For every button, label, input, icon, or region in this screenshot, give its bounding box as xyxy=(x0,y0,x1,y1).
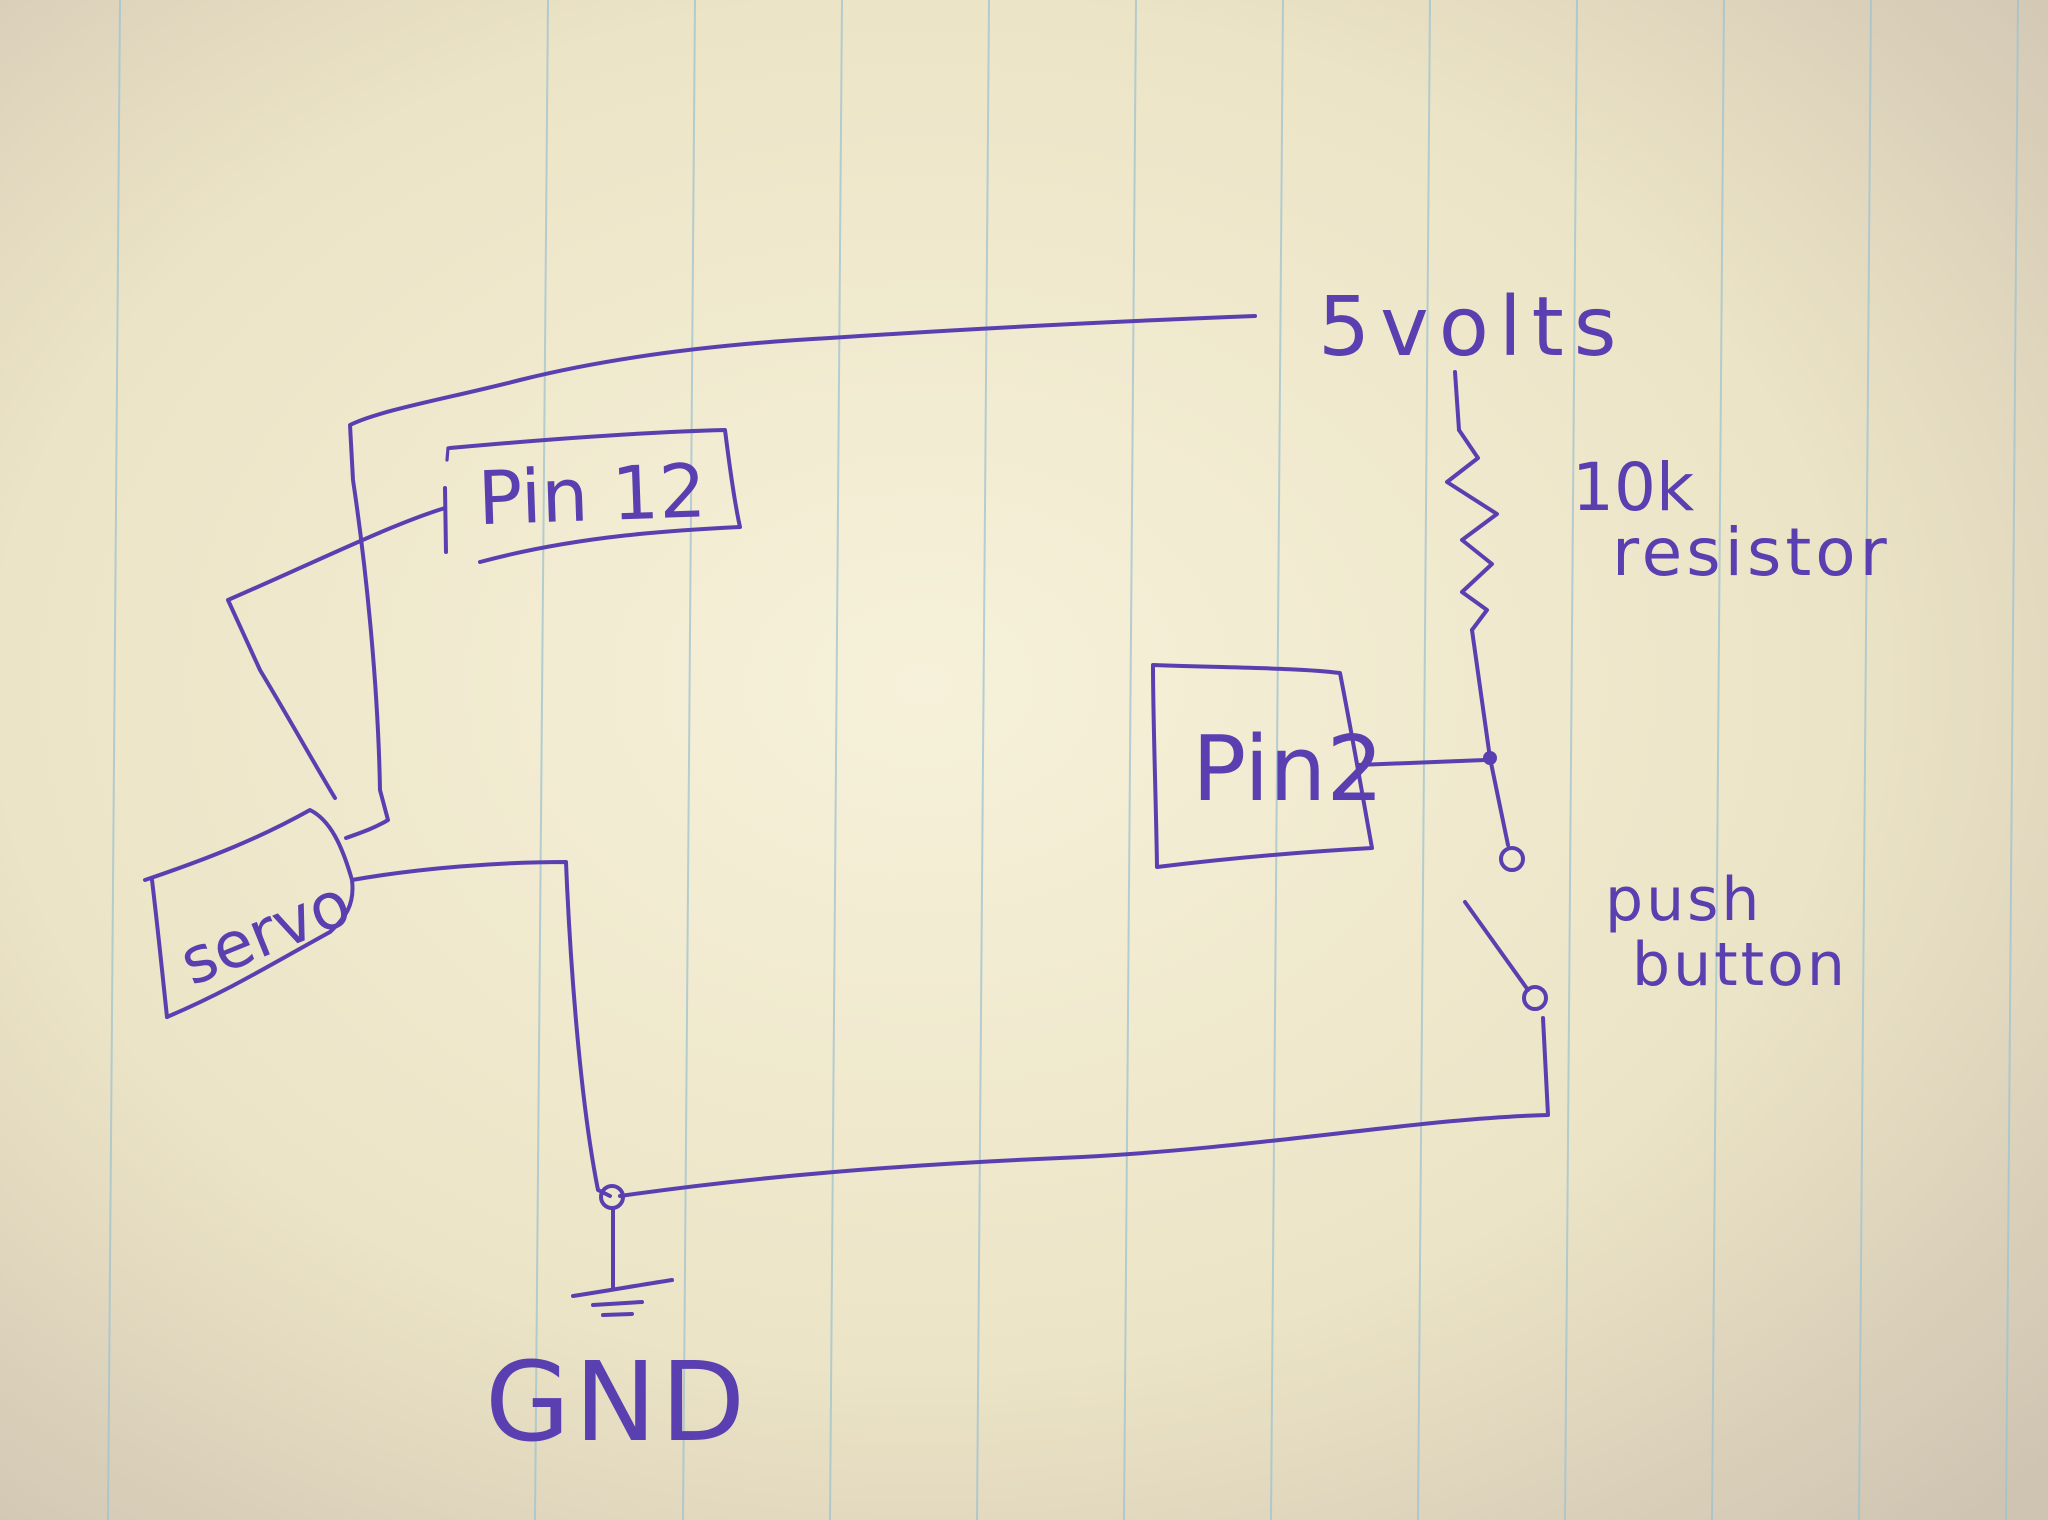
pin2-label: Pin2 xyxy=(1192,717,1384,822)
switch-contact-top xyxy=(1499,846,1525,872)
signal-wire xyxy=(226,506,447,800)
ground-label: GND xyxy=(485,1338,749,1466)
pin12-box xyxy=(445,428,742,564)
pin12-connector-tick xyxy=(443,486,448,554)
switch-contact-bottom xyxy=(1522,985,1548,1011)
supply-wire xyxy=(344,314,1257,840)
ground-bus xyxy=(618,1016,1550,1198)
ruled-lines xyxy=(107,0,2019,1520)
junction-to-switch-wire xyxy=(1488,756,1510,847)
pin2-wire xyxy=(1356,758,1487,767)
servo-ground-wire xyxy=(350,860,612,1198)
pin12-label: Pin 12 xyxy=(476,448,707,542)
ground-symbol xyxy=(571,1206,674,1317)
switch-lever xyxy=(1463,900,1530,992)
supply-label: 5volts xyxy=(1318,280,1627,375)
push-label: push xyxy=(1605,865,1762,935)
button-label: button xyxy=(1632,930,1848,1000)
resistor-word: resistor xyxy=(1612,514,1891,591)
resistor-value: 10k xyxy=(1572,449,1695,526)
pin2-box xyxy=(1151,663,1374,869)
resistor-lead-top xyxy=(1453,370,1461,432)
resistor-lead-bottom xyxy=(1470,628,1492,760)
resistor-zigzag xyxy=(1445,428,1499,632)
